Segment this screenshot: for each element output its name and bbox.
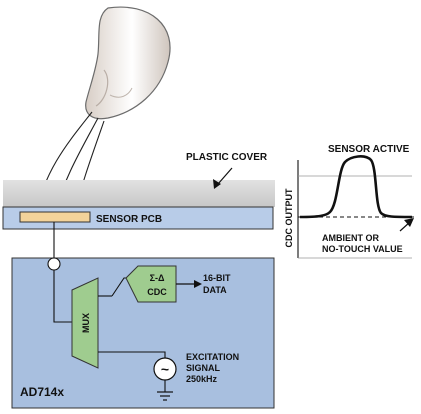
excitation-label-line2: SIGNAL xyxy=(186,363,221,373)
excitation-label-line1: EXCITATION xyxy=(186,352,239,362)
plastic-cover xyxy=(3,180,275,207)
plastic-cover-label: PLASTIC COVER xyxy=(186,152,268,163)
cdc-output-plot xyxy=(297,155,414,259)
sigma-delta-label: Σ-Δ xyxy=(150,273,165,283)
chip-name-label: AD714x xyxy=(20,385,64,399)
cdc-label: CDC xyxy=(147,287,167,297)
excitation-connection xyxy=(98,351,166,392)
excitation-source-glyph: ~ xyxy=(161,361,169,377)
data-label-line1: 16-BIT xyxy=(203,273,231,283)
sensor-response-curve xyxy=(299,155,413,219)
sensor-pcb-label: SENSOR PCB xyxy=(96,214,162,225)
ambient-label-line2: NO-TOUCH VALUE xyxy=(322,244,403,254)
sensor-electrode xyxy=(19,211,91,223)
data-label-line2: DATA xyxy=(203,285,227,295)
ambient-label-line1: AMBIENT OR xyxy=(322,233,379,243)
excitation-label-freq: 250kHz xyxy=(186,374,218,384)
mux-block xyxy=(71,277,99,369)
electrode-connection xyxy=(53,222,72,323)
sensor-active-label: SENSOR ACTIVE xyxy=(328,144,410,155)
excitation-source-symbol xyxy=(153,357,177,381)
data-output-arrow xyxy=(176,280,202,288)
finger-illustration xyxy=(85,6,171,120)
chip-pin-node xyxy=(47,257,61,271)
ground-symbol xyxy=(157,391,173,401)
ambient-arrow xyxy=(399,218,414,232)
mux-label: MUX xyxy=(81,313,91,333)
cdc-output-axis-label: CDC OUTPUT xyxy=(284,188,294,247)
plastic-cover-arrow xyxy=(213,167,233,189)
